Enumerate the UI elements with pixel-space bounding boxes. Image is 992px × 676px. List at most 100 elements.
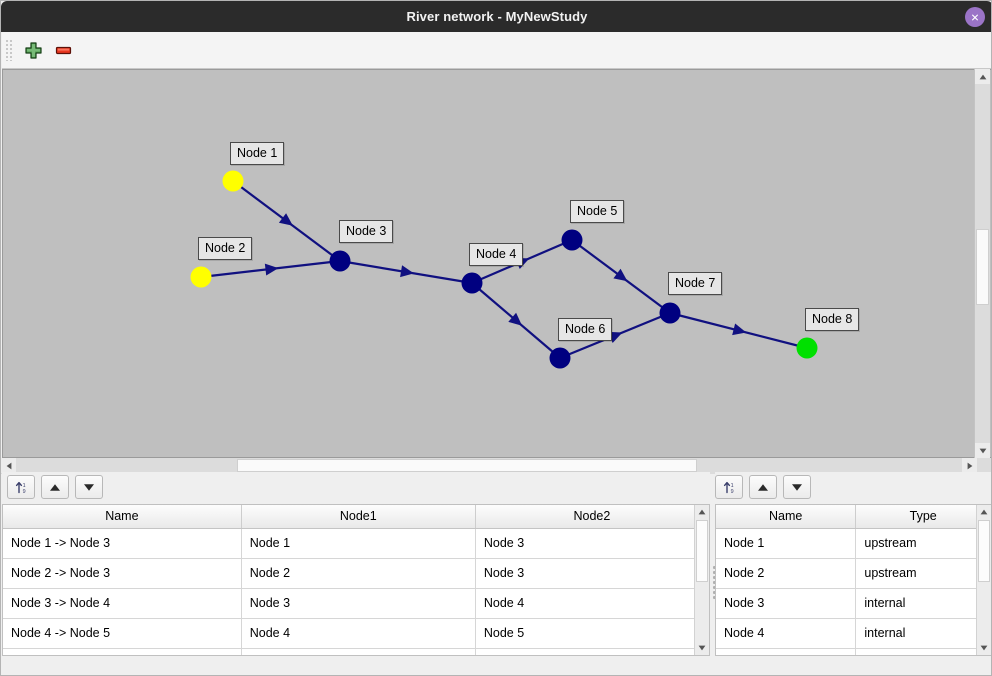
add-node-icon[interactable] bbox=[18, 35, 48, 65]
scroll-down-icon[interactable] bbox=[977, 641, 991, 655]
edge-layer bbox=[200, 180, 808, 360]
splitter-grip bbox=[712, 565, 715, 599]
delete-node-icon[interactable] bbox=[48, 35, 78, 65]
column-header[interactable]: Name bbox=[716, 505, 857, 529]
column-header[interactable]: Node1 bbox=[241, 505, 476, 529]
close-icon[interactable] bbox=[965, 7, 985, 27]
move-down-icon[interactable] bbox=[75, 475, 103, 499]
table-cell[interactable]: Node 3 -> Node 4 bbox=[3, 588, 242, 619]
graph-node-label[interactable]: Node 2 bbox=[198, 237, 253, 260]
graph-node-label[interactable]: Node 3 bbox=[339, 220, 394, 243]
graph-node[interactable] bbox=[561, 229, 583, 251]
table-cell[interactable]: Node 1 -> Node 3 bbox=[3, 528, 242, 559]
table-cell[interactable]: Node 2 bbox=[241, 558, 476, 589]
table-cell[interactable]: Node 2 bbox=[716, 558, 857, 589]
graph-hscroll-thumb[interactable] bbox=[237, 459, 697, 472]
graph-node[interactable] bbox=[659, 302, 681, 324]
sort-ascending-icon[interactable]: 1 9 bbox=[7, 475, 35, 499]
graph-node[interactable] bbox=[549, 347, 571, 369]
table-cell[interactable]: Node 4 bbox=[716, 618, 857, 649]
reaches-panel-toolbar: 1 9 bbox=[7, 472, 103, 502]
reaches-table-scrollbar[interactable] bbox=[694, 505, 709, 655]
table-cell bbox=[475, 648, 709, 655]
graph-node[interactable] bbox=[329, 250, 351, 272]
table-cell[interactable]: upstream bbox=[855, 528, 991, 559]
table-cell[interactable]: Node 2 -> Node 3 bbox=[3, 558, 242, 589]
scroll-up-icon[interactable] bbox=[977, 505, 991, 519]
table-cell[interactable]: Node 1 bbox=[241, 528, 476, 559]
graph-node-label[interactable]: Node 1 bbox=[230, 142, 285, 165]
table-cell[interactable]: Node 3 bbox=[475, 528, 709, 559]
graph-horizontal-scrollbar[interactable] bbox=[1, 458, 991, 474]
node-layer bbox=[190, 170, 818, 369]
table-cell[interactable]: Node 3 bbox=[241, 588, 476, 619]
table-cell[interactable]: internal bbox=[855, 588, 991, 619]
nodes-scroll-thumb[interactable] bbox=[978, 520, 990, 582]
graph-node[interactable] bbox=[461, 272, 483, 294]
table-cell[interactable]: Node 3 bbox=[716, 588, 857, 619]
table-cell[interactable]: Node 3 bbox=[475, 558, 709, 589]
table-cell bbox=[855, 648, 991, 655]
window-title-bar: River network - MyNewStudy bbox=[1, 1, 991, 32]
table-cell[interactable]: Node 4 -> Node 5 bbox=[3, 618, 242, 649]
scroll-down-icon[interactable] bbox=[695, 641, 709, 655]
table-cell[interactable]: Node 4 bbox=[241, 618, 476, 649]
graph-node-label[interactable]: Node 8 bbox=[805, 308, 860, 331]
scroll-right-icon[interactable] bbox=[962, 458, 977, 473]
graph-node[interactable] bbox=[222, 170, 244, 192]
river-network-canvas[interactable]: Node 1 Node 2 Node 3 Node 4 Node 5 Node 6 Node… bbox=[2, 69, 991, 458]
edge-arrow-icon bbox=[278, 213, 293, 226]
graph-node[interactable] bbox=[796, 337, 818, 359]
graph-node-label[interactable]: Node 6 bbox=[558, 318, 613, 341]
move-up-icon[interactable] bbox=[749, 475, 777, 499]
table-cell[interactable]: upstream bbox=[855, 558, 991, 589]
column-header[interactable]: Type bbox=[855, 505, 991, 529]
graph-node[interactable] bbox=[190, 266, 212, 288]
table-cell[interactable]: Node 4 bbox=[475, 588, 709, 619]
reaches-scroll-thumb[interactable] bbox=[696, 520, 708, 582]
graph-node-label[interactable]: Node 4 bbox=[469, 243, 524, 266]
table-cell[interactable]: Node 5 bbox=[475, 618, 709, 649]
graph-node-label[interactable]: Node 7 bbox=[668, 272, 723, 295]
scroll-left-icon[interactable] bbox=[1, 458, 16, 473]
edge-arrow-icon bbox=[613, 268, 628, 282]
sort-ascending-icon[interactable]: 1 9 bbox=[715, 475, 743, 499]
network-graph[interactable] bbox=[3, 70, 977, 457]
edge-arrow-icon bbox=[508, 312, 523, 326]
scroll-up-icon[interactable] bbox=[695, 505, 709, 519]
column-header[interactable]: Name bbox=[3, 505, 242, 529]
column-header[interactable]: Node2 bbox=[475, 505, 709, 529]
graph-toolbar bbox=[2, 32, 991, 69]
nodes-panel-toolbar: 1 9 bbox=[715, 472, 811, 502]
nodes-table-scrollbar[interactable] bbox=[976, 505, 991, 655]
edge-arrow-icon bbox=[732, 323, 747, 336]
graph-vertical-scrollbar[interactable] bbox=[974, 69, 990, 458]
graph-node-label[interactable]: Node 5 bbox=[570, 200, 625, 223]
toolbar-drag-handle[interactable] bbox=[5, 39, 14, 61]
move-up-icon[interactable] bbox=[41, 475, 69, 499]
table-cell bbox=[716, 648, 857, 655]
vertical-splitter[interactable] bbox=[710, 506, 717, 658]
move-down-icon[interactable] bbox=[783, 475, 811, 499]
scroll-up-icon[interactable] bbox=[975, 69, 990, 84]
graph-vscroll-thumb[interactable] bbox=[976, 229, 989, 305]
table-cell[interactable]: internal bbox=[855, 618, 991, 649]
scroll-down-icon[interactable] bbox=[975, 443, 990, 458]
table-cell[interactable]: Node 1 bbox=[716, 528, 857, 559]
table-cell bbox=[3, 648, 242, 655]
